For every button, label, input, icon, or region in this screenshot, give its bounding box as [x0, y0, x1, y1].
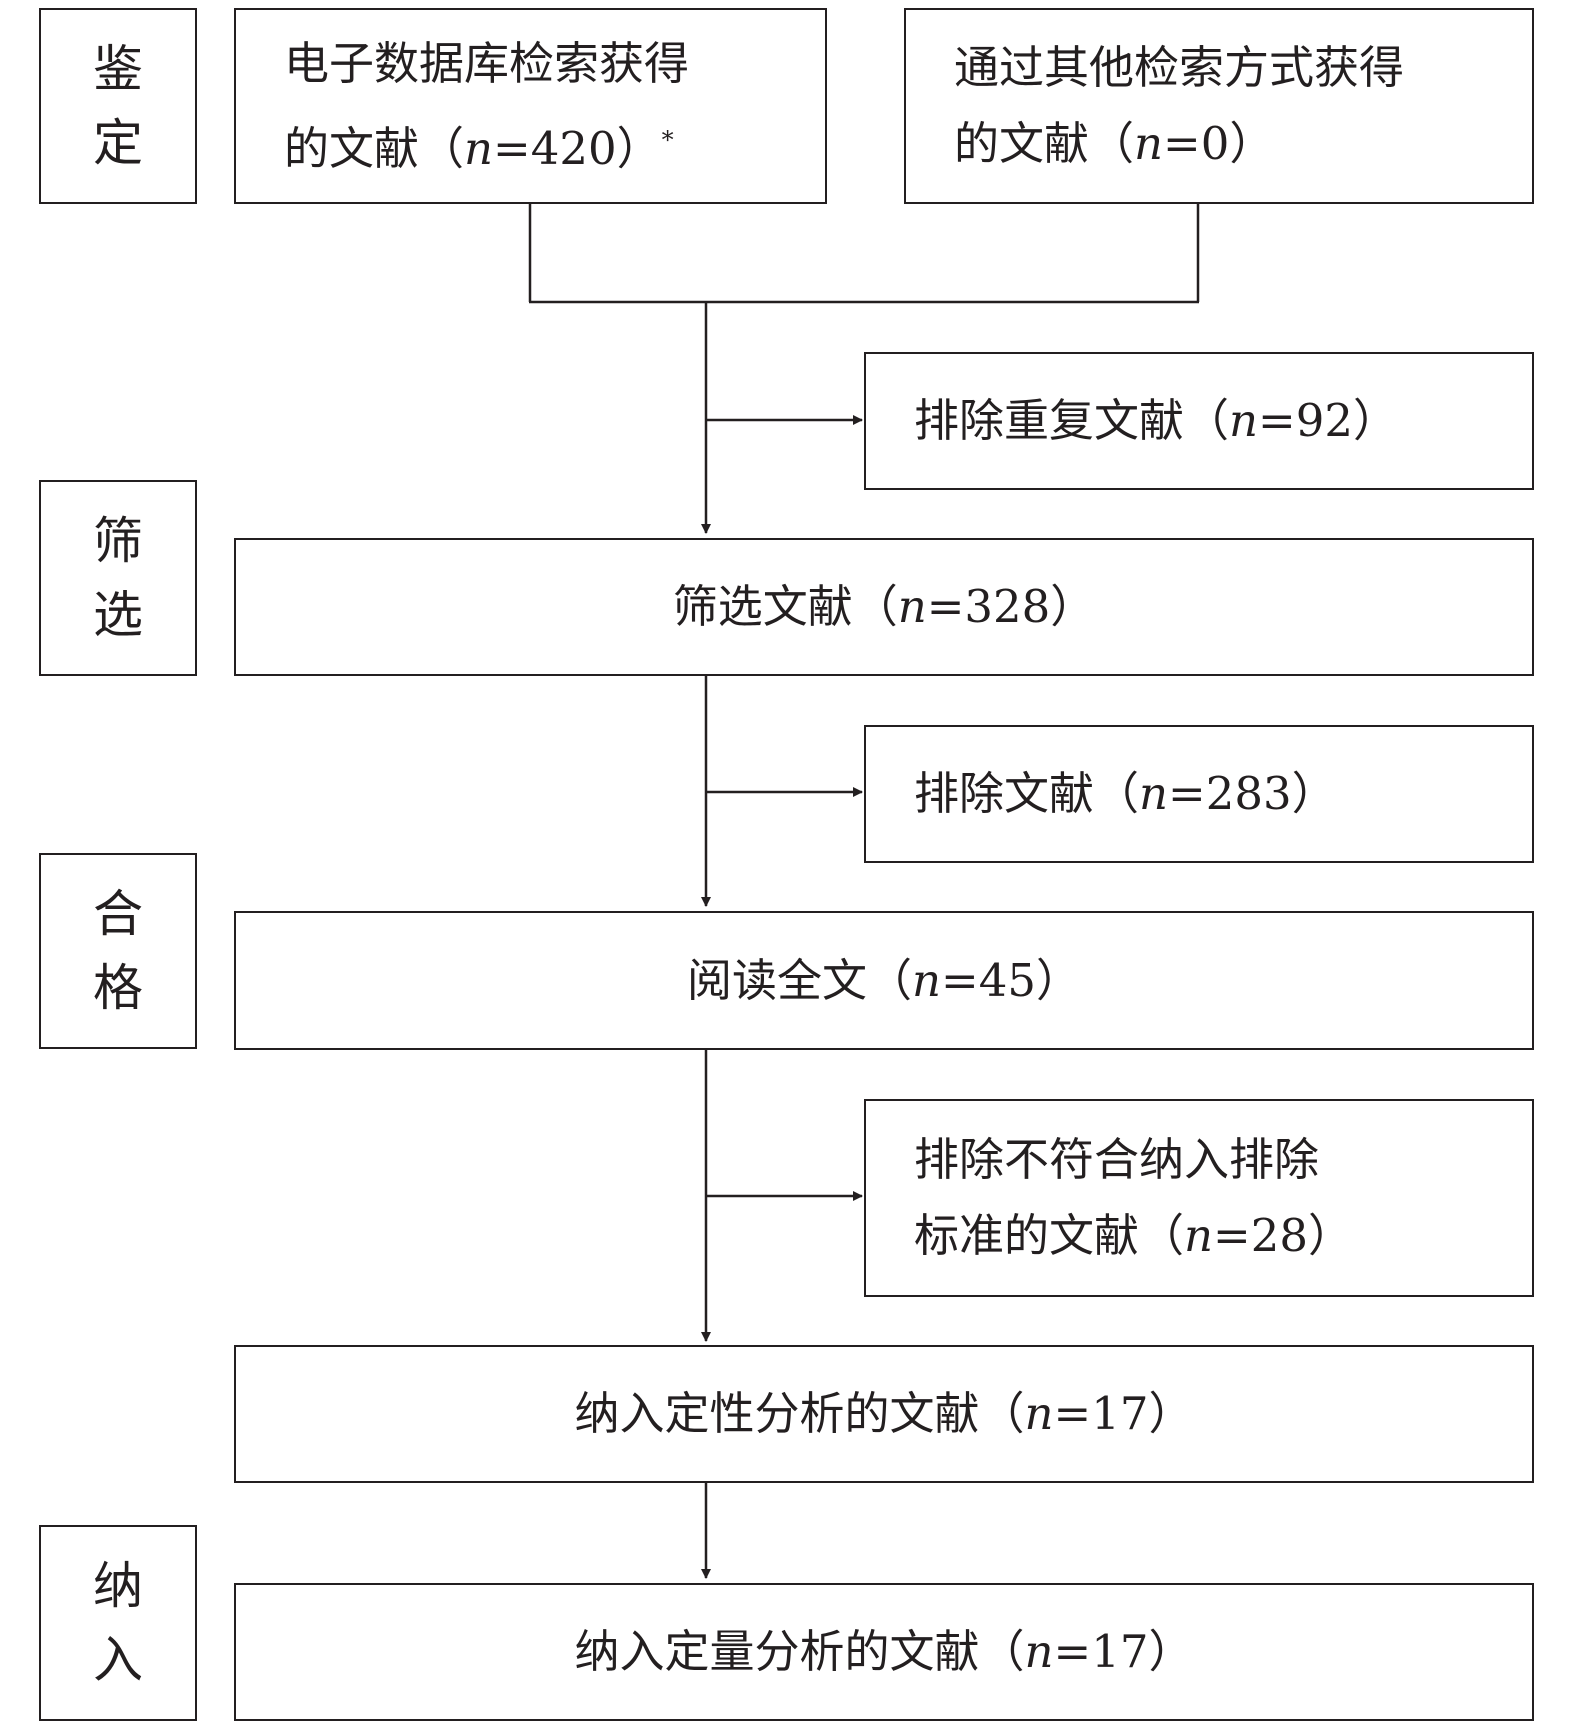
stage-identification-char-1: 鉴	[93, 40, 143, 98]
box-excluded-criteria-line1: 排除不符合纳入排除	[914, 1133, 1320, 1186]
box-other-line1: 通过其他检索方式获得	[954, 41, 1405, 94]
box-excluded-criteria-n: n	[1184, 1209, 1213, 1262]
box-quantitative-pre: 纳入定量分析的文献（	[574, 1625, 1025, 1678]
box-other-line2: 的文献（n=0）	[954, 106, 1532, 182]
box-qualitative-n: n	[1024, 1387, 1054, 1440]
box-qualitative-synthesis: 纳入定性分析的文献（n=17）	[234, 1345, 1534, 1483]
box-screened-pre: 筛选文献（	[672, 580, 898, 633]
box-quantitative-synthesis: 纳入定量分析的文献（n=17）	[234, 1583, 1534, 1721]
box-excluded-criteria-count: =28）	[1213, 1209, 1353, 1262]
box-excluded-screen-pre: 排除文献（	[914, 767, 1140, 820]
box-fulltext-assessed: 阅读全文（n=45）	[234, 911, 1534, 1050]
stage-eligibility-char-2: 格	[93, 959, 143, 1017]
box-database-footnote-mark: *	[661, 125, 674, 154]
box-screened-text: 筛选文献（n=328）	[673, 569, 1096, 645]
box-qualitative-pre: 纳入定性分析的文献（	[574, 1387, 1025, 1440]
box-excluded-criteria-line2: 标准的文献（n=28）	[914, 1198, 1532, 1274]
box-qualitative-count: =17）	[1053, 1387, 1194, 1440]
box-quantitative-n: n	[1024, 1625, 1054, 1678]
stage-identification: 鉴 定	[39, 8, 197, 204]
box-duplicates-text: 排除重复文献（n=92）	[914, 383, 1532, 459]
box-other-count: =0）	[1163, 117, 1275, 170]
stage-screening-char-2: 选	[93, 586, 143, 644]
box-screened-n: n	[897, 580, 927, 633]
box-database-n: n	[464, 121, 493, 175]
box-duplicates-pre: 排除重复文献（	[914, 394, 1230, 447]
box-screened-count: =328）	[926, 580, 1096, 633]
box-excluded-screen-n: n	[1139, 767, 1168, 820]
box-records-excluded: 排除文献（n=283）	[864, 725, 1534, 863]
box-fulltext-count: =45）	[941, 953, 1081, 1007]
box-other-pre: 的文献（	[954, 117, 1135, 170]
box-database-line2: 的文献（n=420）*	[284, 102, 825, 187]
box-fulltext-text: 阅读全文（n=45）	[687, 943, 1081, 1019]
box-other-records: 通过其他检索方式获得 的文献（n=0）	[904, 8, 1534, 204]
box-quantitative-text: 纳入定量分析的文献（n=17）	[575, 1614, 1194, 1690]
box-duplicates-removed: 排除重复文献（n=92）	[864, 352, 1534, 490]
stage-eligibility-char-1: 合	[93, 885, 143, 943]
box-database-pre: 的文献（	[284, 121, 465, 175]
stage-identification-char-2: 定	[93, 114, 143, 172]
box-fulltext-excluded: 排除不符合纳入排除 标准的文献（n=28）	[864, 1099, 1534, 1297]
box-excluded-screen-text: 排除文献（n=283）	[914, 756, 1532, 832]
box-duplicates-count: =92）	[1258, 394, 1398, 447]
box-duplicates-n: n	[1229, 394, 1258, 447]
stage-included: 纳 入	[39, 1525, 197, 1721]
stage-eligibility: 合 格	[39, 853, 197, 1049]
box-excluded-screen-count: =283）	[1168, 767, 1337, 820]
box-other-n: n	[1134, 117, 1163, 170]
box-records-screened: 筛选文献（n=328）	[234, 538, 1534, 676]
box-database-count: =420）	[493, 121, 662, 175]
stage-screening: 筛 选	[39, 480, 197, 676]
box-qualitative-text: 纳入定性分析的文献（n=17）	[575, 1376, 1194, 1452]
box-database-records: 电子数据库检索获得 的文献（n=420）*	[234, 8, 827, 204]
box-quantitative-count: =17）	[1053, 1625, 1194, 1678]
box-database-line1: 电子数据库检索获得	[284, 36, 690, 90]
box-excluded-criteria-pre: 标准的文献（	[914, 1209, 1185, 1262]
box-fulltext-n: n	[912, 953, 942, 1007]
box-fulltext-pre: 阅读全文（	[687, 953, 913, 1007]
stage-included-char-2: 入	[93, 1631, 143, 1689]
stage-screening-char-1: 筛	[93, 512, 143, 570]
stage-included-char-1: 纳	[93, 1557, 143, 1615]
